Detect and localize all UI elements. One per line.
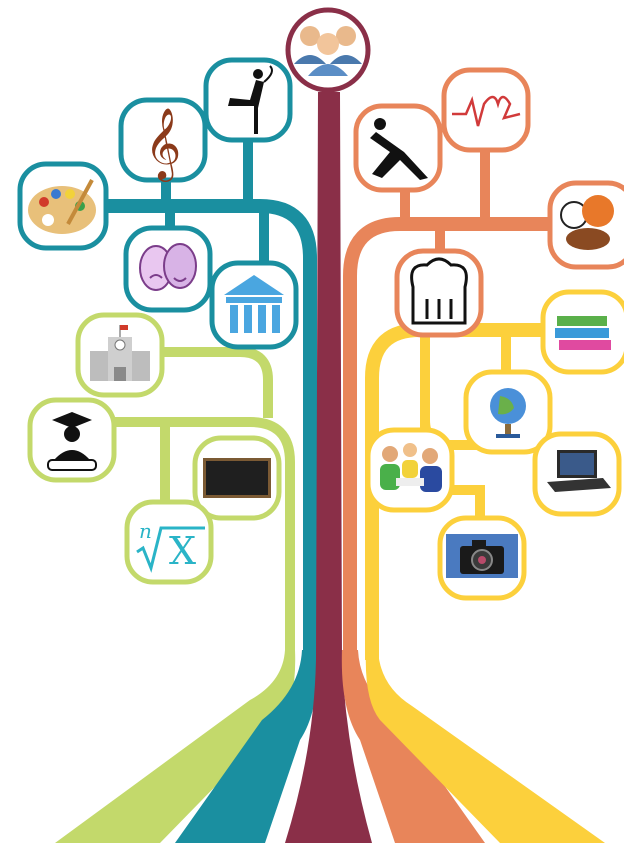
yoga-pose-icon — [353, 103, 443, 193]
laptop-icon — [532, 431, 622, 517]
paint-palette-icon — [17, 161, 109, 251]
formula-index: n — [139, 519, 152, 543]
sports-balls-icon — [547, 180, 624, 270]
blackboard-icon — [192, 435, 282, 521]
globe-icon — [463, 369, 553, 455]
leisure-trunk — [365, 650, 605, 843]
ballet-dancer-icon — [203, 57, 293, 143]
books-stack-icon — [540, 289, 624, 375]
education-branch — [123, 347, 273, 418]
sport-branch — [343, 217, 565, 660]
chef-hat-icon — [394, 248, 484, 338]
heartbeat-icon — [441, 67, 531, 153]
people-icon — [285, 7, 371, 93]
people-trunk — [285, 92, 372, 843]
formula-radicand: X — [169, 529, 196, 573]
theater-masks-icon — [123, 225, 213, 313]
treble-clef-icon: 𝄞 — [118, 97, 208, 183]
nth-root-x-icon: n X — [124, 499, 214, 585]
museum-icon — [209, 260, 299, 350]
school-building-icon — [75, 312, 165, 398]
study-group-icon — [365, 427, 455, 513]
graduate-icon — [27, 397, 117, 483]
education-branch — [75, 417, 295, 660]
svg-text:𝄞: 𝄞 — [145, 106, 182, 182]
arts-trunk — [175, 650, 319, 843]
camera-icon — [437, 515, 527, 601]
